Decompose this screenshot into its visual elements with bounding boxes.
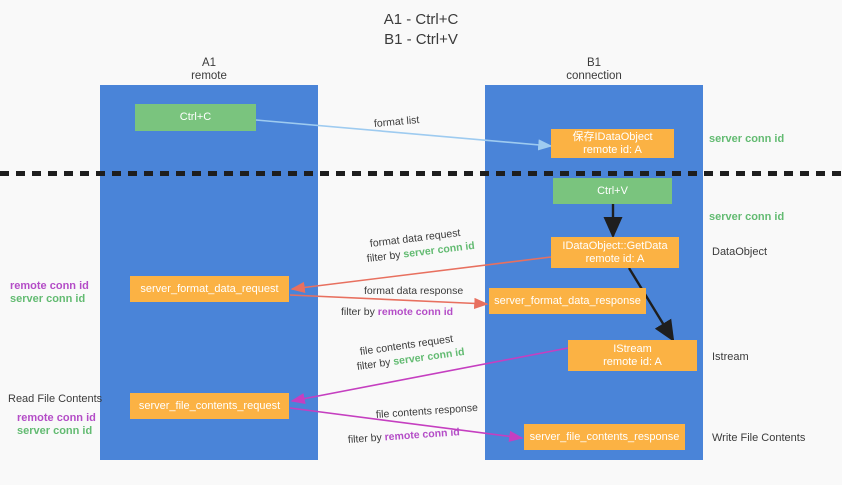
box-server-format-data-request[interactable]: server_format_data_request [130,276,289,302]
box-server-format-data-response-label: server_format_data_response [494,294,641,307]
column-b1-sub: connection [566,70,622,82]
box-getdata-line2: remote id: A [585,252,645,265]
left-label-remote-conn-id-1: remote conn id [10,280,89,292]
left-label-remote-conn-id-2: remote conn id [17,412,96,424]
box-ctrl-v-label: Ctrl+V [597,184,628,197]
right-label-server-conn-id-2: server conn id [709,211,785,223]
right-label-dataobject: DataObject [712,246,768,258]
diagram-title: A1 - Ctrl+C B1 - Ctrl+V [0,10,842,50]
arrow-label-format-data-response-filter: filter by remote conn id [341,306,453,319]
arrow-label-file-contents-response-filter: filter by remote conn id [348,426,461,447]
filter-prefix-4: filter by [347,431,386,446]
box-getdata-line1: IDataObject::GetData [562,239,668,252]
title-line-1: A1 - Ctrl+C [383,11,459,28]
left-label-server-conn-id-1: server conn id [10,293,86,305]
box-save-idataobject[interactable]: 保存IDataObject remote id: A [551,129,674,158]
column-header-a1: A1 remote [130,57,288,83]
box-istream-line1: IStream [613,342,652,355]
box-server-file-contents-request-label: server_file_contents_request [138,399,281,412]
phase-divider [0,171,842,176]
filter-prefix-2: filter by [341,306,378,318]
box-istream[interactable]: IStream remote id: A [568,340,697,371]
box-save-idataobject-line2: remote id: A [583,143,642,156]
arrow-label-format-list: format list [373,114,420,130]
arrow-label-file-contents-response: file contents response [375,401,479,421]
box-ctrl-c[interactable]: Ctrl+C [135,104,256,131]
column-a1-sub: remote [191,70,227,82]
left-label-read-file-contents: Read File Contents [8,393,103,405]
arrow-label-format-data-response: format data response [364,285,464,297]
box-server-format-data-request-label: server_format_data_request [140,282,279,295]
box-server-file-contents-response-label: server_file_contents_response [529,430,680,443]
box-ctrl-v[interactable]: Ctrl+V [553,178,672,204]
box-server-file-contents-request[interactable]: server_file_contents_request [130,393,289,419]
right-label-istream: Istream [712,351,749,363]
box-server-format-data-response[interactable]: server_format_data_response [489,288,646,314]
title-line-2: B1 - Ctrl+V [384,31,458,48]
box-istream-line2: remote id: A [603,355,662,368]
box-ctrl-c-label: Ctrl+C [179,111,212,123]
column-a1-name: A1 [201,57,217,69]
column-header-b1: B1 connection [515,57,673,83]
column-b1-name: B1 [586,57,602,69]
filter-value-remote-conn-id-2: remote conn id [384,426,461,444]
box-idataobject-getdata[interactable]: IDataObject::GetData remote id: A [551,237,679,268]
box-server-file-contents-response[interactable]: server_file_contents_response [524,424,685,450]
filter-value-remote-conn-id-1: remote conn id [377,306,454,318]
filter-prefix-1: filter by [366,248,405,265]
right-label-write-file-contents: Write File Contents [712,432,806,444]
box-save-idataobject-line1: 保存IDataObject [572,130,653,143]
right-label-server-conn-id-1: server conn id [709,133,785,145]
left-label-server-conn-id-2: server conn id [17,425,93,437]
